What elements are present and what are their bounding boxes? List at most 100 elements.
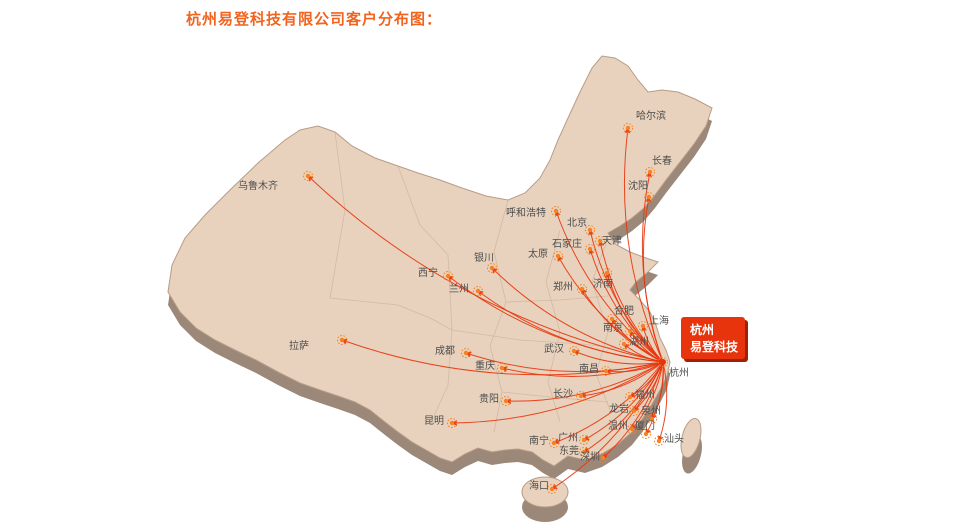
city-label: 太原 <box>528 247 548 260</box>
city-label: 济南 <box>593 277 613 290</box>
city-marker: 郑州 <box>553 280 587 294</box>
city-dot-ring <box>473 286 483 296</box>
route-line <box>598 240 664 363</box>
city-dot <box>603 368 609 374</box>
hub-marker: 杭州 <box>658 357 689 379</box>
city-label: 厦门 <box>635 419 655 432</box>
city-dot <box>549 486 555 492</box>
city-dot <box>643 431 649 437</box>
city-dot-ring <box>487 263 497 273</box>
route-line <box>573 350 664 365</box>
route-line <box>623 127 664 363</box>
city-label: 武汉 <box>544 342 564 355</box>
city-dot-ring <box>447 418 457 428</box>
city-marker: 天津 <box>595 235 622 247</box>
route-line <box>465 351 664 373</box>
route-line <box>623 343 664 363</box>
city-label: 成都 <box>435 345 455 357</box>
city-dot <box>579 286 585 292</box>
route-line <box>583 361 664 441</box>
city-dot-ring <box>623 123 633 133</box>
city-label: 合肥 <box>614 304 634 317</box>
city-marker: 拉萨 <box>289 335 347 352</box>
city-label: 长春 <box>652 155 672 167</box>
city-dot-ring <box>443 271 453 281</box>
city-marker: 温州 <box>608 420 637 434</box>
taiwan-island <box>680 417 702 459</box>
route-line <box>451 361 664 426</box>
city-marker: 泉州 <box>641 404 661 424</box>
city-marker: 厦门 <box>635 419 655 439</box>
city-dot <box>656 438 662 444</box>
city-dot-ring <box>641 429 651 439</box>
city-label: 哈尔滨 <box>636 109 666 122</box>
city-dot <box>449 420 455 426</box>
route-line <box>477 290 664 363</box>
city-dot <box>571 348 577 354</box>
city-dot-ring <box>627 424 637 434</box>
city-label: 重庆 <box>475 359 495 372</box>
city-dot <box>463 350 469 356</box>
city-dot-ring <box>585 244 595 254</box>
city-label: 西宁 <box>418 266 438 279</box>
page-title: 杭州易登科技有限公司客户分布图： <box>186 10 443 28</box>
city-dot <box>604 270 610 276</box>
city-dot <box>627 328 633 334</box>
city-dot <box>647 169 653 175</box>
city-label: 南宁 <box>529 434 549 447</box>
badge-line1: 杭州 <box>690 322 714 337</box>
city-dot-ring <box>638 321 648 331</box>
city-label: 湖州 <box>629 336 649 348</box>
city-dot-ring <box>607 314 617 324</box>
city-dot-ring <box>337 335 347 345</box>
city-dot <box>553 208 559 214</box>
city-label: 东莞 <box>559 444 579 457</box>
city-marker: 呼和浩特 <box>506 206 561 219</box>
city-dot <box>503 398 509 404</box>
city-dot-ring <box>595 236 605 246</box>
city-dot <box>305 173 311 179</box>
city-marker: 武汉 <box>544 342 579 356</box>
city-label: 石家庄 <box>552 237 582 250</box>
city-label: 北京 <box>567 216 587 229</box>
city-dot <box>581 437 587 443</box>
city-label: 南昌 <box>579 362 599 375</box>
route-line <box>641 325 664 363</box>
city-marker: 龙岩 <box>609 402 639 416</box>
city-dot-ring <box>625 326 635 336</box>
city-marker: 济南 <box>593 268 613 290</box>
city-dot-ring <box>629 406 639 416</box>
city-dot <box>587 246 593 252</box>
city-label: 郑州 <box>553 280 573 293</box>
route-line <box>657 361 668 442</box>
city-marker: 贵阳 <box>479 392 511 406</box>
city-dot-ring <box>576 391 586 401</box>
city-dot <box>445 273 451 279</box>
city-dot <box>587 227 593 233</box>
city-marker: 南宁 <box>529 434 559 448</box>
route-line <box>605 272 664 363</box>
city-label: 广州 <box>558 432 578 444</box>
city-marker: 合肥 <box>607 304 634 324</box>
route-line <box>629 330 664 363</box>
route-line <box>554 210 664 363</box>
city-dot-ring <box>577 284 587 294</box>
city-dot <box>631 408 637 414</box>
city-label: 龙岩 <box>609 402 629 415</box>
city-label: 汕头 <box>664 433 684 445</box>
city-dot <box>581 449 587 455</box>
city-dot-ring <box>579 447 589 457</box>
city-dot-ring <box>647 414 657 424</box>
route-line <box>645 361 664 435</box>
city-marker: 汕头 <box>654 433 684 446</box>
city-marker: 北京 <box>567 216 595 235</box>
city-dot-ring <box>497 363 507 373</box>
city-marker: 重庆 <box>475 359 507 373</box>
city-label: 福州 <box>635 388 655 401</box>
city-marker: 乌鲁木齐 <box>238 171 313 192</box>
city-dot-ring <box>619 339 629 349</box>
route-line <box>491 267 664 363</box>
city-dot-ring <box>461 348 471 358</box>
city-dot <box>640 323 646 329</box>
